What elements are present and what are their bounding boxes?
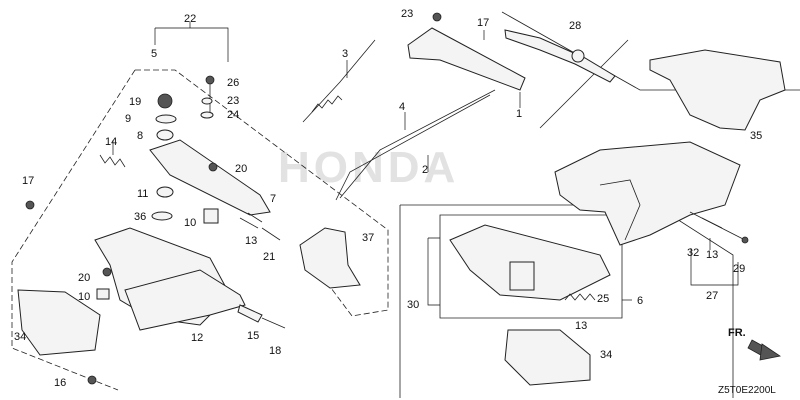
bolt-18 bbox=[261, 317, 286, 329]
control-rod-inner bbox=[335, 94, 491, 201]
callout-9: 9 bbox=[125, 113, 131, 125]
callout-14: 14 bbox=[105, 136, 117, 148]
callout-20-upper: 20 bbox=[235, 163, 247, 175]
leader-31 bbox=[427, 237, 440, 306]
callout-37: 37 bbox=[362, 232, 374, 244]
clip-10-lower bbox=[96, 288, 110, 300]
callout-36: 36 bbox=[134, 211, 146, 223]
callout-4: 4 bbox=[399, 101, 405, 113]
callout-22: 25 bbox=[597, 293, 609, 305]
leader-29 bbox=[690, 248, 739, 286]
plate-32-right bbox=[504, 329, 591, 386]
spring-13-right bbox=[701, 217, 723, 229]
governor-block bbox=[509, 261, 535, 291]
callout-32-right: 34 bbox=[600, 349, 612, 361]
callout-15: 15 bbox=[247, 330, 259, 342]
washer-36 bbox=[151, 211, 173, 221]
lever-plate bbox=[504, 29, 616, 83]
callout-13-right: 13 bbox=[706, 249, 718, 261]
callout-6: 6 bbox=[637, 295, 643, 307]
front-arrow-head bbox=[759, 343, 782, 361]
callout-3: 3 bbox=[342, 48, 348, 60]
assembly-group-line-34 bbox=[539, 39, 629, 129]
callout-13-inner: 13 bbox=[575, 320, 587, 332]
bolt-20-lower bbox=[102, 267, 112, 277]
callout-23: 23 bbox=[401, 8, 413, 20]
control-lever bbox=[407, 27, 526, 91]
bolt-30-head bbox=[741, 236, 749, 244]
washer-26 bbox=[200, 111, 214, 119]
callout-20-lower: 20 bbox=[78, 272, 90, 284]
washer-9 bbox=[155, 114, 177, 124]
callout-18: 18 bbox=[269, 345, 281, 357]
front-label: FR. bbox=[728, 327, 746, 339]
callout-19: 19 bbox=[129, 96, 141, 108]
main-cover bbox=[554, 141, 741, 246]
bolt-16-lower bbox=[87, 375, 97, 385]
callout-5: 5 bbox=[151, 48, 157, 60]
assembly-group-outline-5 bbox=[11, 69, 389, 391]
bolt-27-head bbox=[205, 75, 215, 85]
bolt-21 bbox=[261, 227, 281, 241]
collar-8 bbox=[156, 129, 174, 141]
spring-cable bbox=[302, 39, 376, 123]
plate-32-left bbox=[17, 289, 101, 356]
callout-11: 11 bbox=[137, 188, 148, 200]
callout-21: 21 bbox=[263, 251, 275, 263]
bolt-20-upper bbox=[208, 162, 218, 172]
callout-24: 22 bbox=[184, 13, 196, 25]
spring-14 bbox=[99, 154, 126, 168]
main-cover-detail bbox=[599, 179, 641, 241]
spring-coil bbox=[311, 95, 343, 113]
callout-31: 30 bbox=[407, 299, 419, 311]
control-rod bbox=[339, 89, 496, 199]
spring-13-left bbox=[239, 212, 263, 229]
lever-plate-boss bbox=[571, 49, 585, 63]
collar-15 bbox=[237, 304, 263, 323]
collar-11 bbox=[156, 186, 174, 198]
callout-25: 23 bbox=[227, 95, 239, 107]
bracket-37 bbox=[299, 227, 361, 289]
leader-24 bbox=[154, 22, 229, 62]
callout-1: 1 bbox=[516, 108, 522, 120]
callout-17: 17 bbox=[477, 17, 489, 29]
bracket-12 bbox=[124, 269, 246, 331]
callout-27: 26 bbox=[227, 77, 239, 89]
clip-10-upper bbox=[203, 208, 219, 224]
callout-10-lower: 10 bbox=[78, 291, 90, 303]
nut-23 bbox=[432, 12, 442, 22]
callout-8: 8 bbox=[137, 130, 143, 142]
callout-12: 12 bbox=[191, 332, 203, 344]
callout-26: 24 bbox=[227, 109, 239, 121]
control-arm-7 bbox=[149, 139, 271, 216]
callout-32-left: 34 bbox=[14, 331, 26, 343]
callout-29: 27 bbox=[706, 290, 718, 302]
assembly-group-box-6 bbox=[439, 214, 623, 319]
callout-16-upper: 17 bbox=[22, 175, 34, 187]
callout-28: 28 bbox=[569, 20, 581, 32]
callout-16-lower: 16 bbox=[54, 377, 66, 389]
honda-watermark: HONDA bbox=[278, 143, 459, 192]
bolt-16-upper bbox=[25, 200, 35, 210]
callout-30: 29 bbox=[733, 263, 745, 275]
callout-7: 7 bbox=[270, 193, 276, 205]
callout-2: 2 bbox=[422, 164, 428, 176]
nut-19 bbox=[157, 93, 173, 109]
collar-25 bbox=[201, 97, 213, 105]
top-cover bbox=[649, 49, 786, 131]
callout-35: 32 bbox=[687, 247, 699, 259]
callout-10-upper: 10 bbox=[184, 217, 196, 229]
diagram-code: Z5T0E2200L bbox=[718, 385, 776, 396]
assembly-group-outline-31 bbox=[399, 204, 734, 398]
spring-13-inner bbox=[564, 293, 596, 301]
callout-34: 35 bbox=[750, 130, 762, 142]
callout-13-left: 13 bbox=[245, 235, 257, 247]
